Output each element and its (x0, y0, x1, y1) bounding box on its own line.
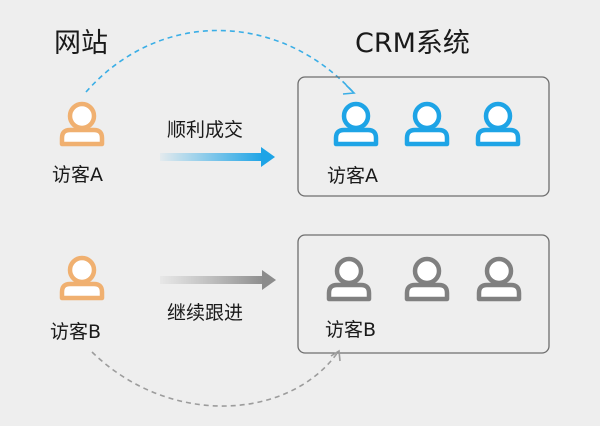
arrow-a-label: 顺利成交 (167, 119, 243, 141)
crm-b-person-icon-3 (479, 259, 519, 299)
arrow-a-head (261, 147, 275, 167)
visitor-b-person-icon (62, 258, 102, 298)
crm-box-a (297, 76, 550, 197)
arrow-b-label: 继续跟进 (167, 302, 243, 324)
visitor-a-label: 访客A (52, 164, 103, 186)
crm-b-person-icon-2 (407, 259, 447, 299)
crm-b-person-icon-1 (329, 259, 369, 299)
crm-a-person-icon-3 (478, 104, 518, 144)
crm-box-b (297, 234, 550, 354)
dashed-path-b (91, 351, 339, 407)
crm-a-person-icon-1 (336, 104, 376, 144)
dashed-arrowhead-b (330, 349, 341, 362)
dashed-arrowhead-a (342, 84, 356, 95)
arrow-a-shaft (160, 153, 263, 161)
header-crm: CRM系统 (355, 28, 470, 59)
arrow-b-shaft (160, 276, 265, 284)
header-website: 网站 (54, 28, 108, 59)
arrow-b-head (262, 270, 276, 290)
crm-b-label: 访客B (325, 319, 376, 341)
crm-a-label: 访客A (327, 165, 378, 187)
dashed-path-a (85, 29, 354, 93)
visitor-b-label: 访客B (50, 321, 101, 343)
crm-a-person-icon-2 (407, 104, 447, 144)
visitor-a-person-icon (62, 104, 102, 144)
